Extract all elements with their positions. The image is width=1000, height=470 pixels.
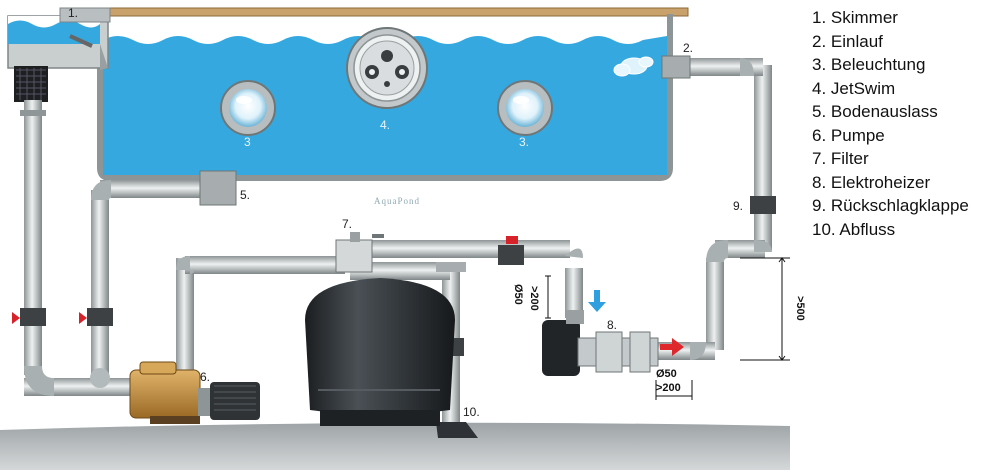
dim-height: >500: [794, 296, 806, 321]
watermark: AquaPond: [374, 196, 420, 206]
legend: 1. Skimmer 2. Einlauf 3. Beleuchtung 4. …: [812, 6, 969, 241]
dim-length-a: >200: [528, 286, 540, 311]
dim-pipe-diameter-a: Ø50: [512, 284, 524, 305]
callout-inlet: 2.: [683, 41, 694, 55]
callout-drain: 10.: [463, 405, 480, 419]
inlet-bubbles: [613, 56, 654, 77]
callout-skimmer: 1.: [68, 6, 79, 20]
sand-filter: [305, 232, 455, 426]
pump: [129, 361, 260, 424]
light-left: [220, 80, 276, 136]
legend-item: 5. Bodenauslass: [812, 102, 938, 121]
dim-pipe-diameter-b: Ø50: [656, 368, 677, 380]
skimmer: [7, 7, 111, 102]
legend-item: 8. Elektroheizer: [812, 172, 931, 192]
callout-floor-drain: 5.: [240, 188, 251, 202]
callout-check-valve: 9.: [733, 199, 744, 213]
legend-item: 1. Skimmer: [812, 8, 898, 27]
legend-item: 4. JetSwim: [812, 78, 896, 98]
callout-light-left: 3: [244, 135, 251, 149]
callout-light-right: 3.: [519, 135, 530, 149]
light-right: [497, 80, 553, 136]
electric-heater: [542, 310, 659, 376]
legend-item: 10. Abfluss: [812, 219, 896, 239]
legend-item: 3. Beleuchtung: [812, 55, 926, 74]
callout-heater: 8.: [607, 318, 618, 332]
legend-item: 6. Pumpe: [812, 125, 885, 145]
jetswim: [346, 27, 428, 109]
callout-filter: 7.: [342, 217, 353, 231]
legend-item: 2. Einlauf: [812, 31, 883, 51]
dim-length-b: >200: [656, 382, 681, 394]
legend-item: 9. Rückschlagklappe: [812, 196, 969, 215]
flow-arrow-in: [588, 290, 606, 312]
flow-arrow-out: [660, 338, 684, 356]
dimension-lines: [545, 257, 790, 400]
ground: [0, 422, 790, 470]
callout-jetswim: 4.: [380, 118, 391, 132]
legend-item: 7. Filter: [812, 149, 869, 168]
callout-pump: 6.: [200, 370, 211, 384]
pool-deck: [87, 7, 689, 17]
